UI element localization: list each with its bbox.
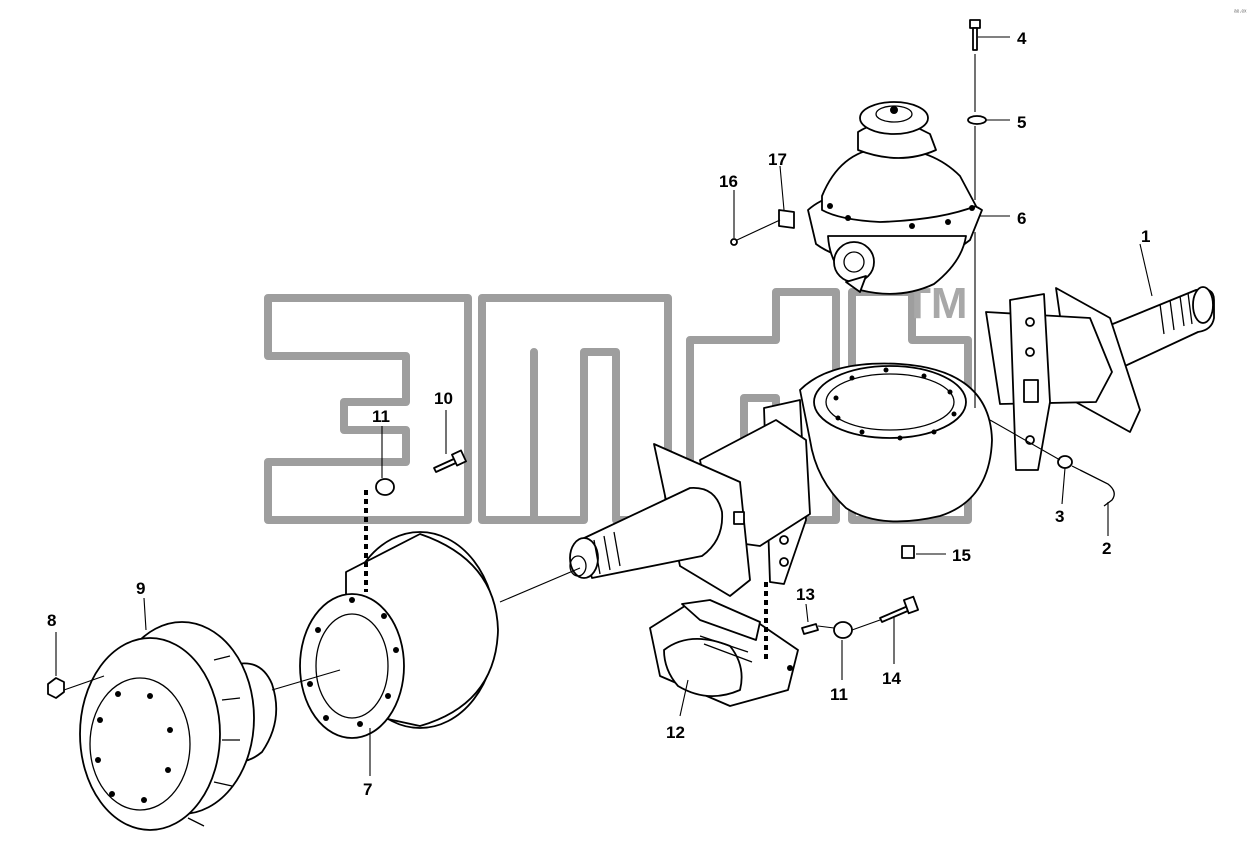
differential-carrier bbox=[807, 101, 983, 295]
brake-caliper bbox=[649, 599, 799, 707]
callout-17: 17 bbox=[768, 150, 787, 169]
callout-11-lower: 11 bbox=[830, 685, 848, 704]
callout-4: 4 bbox=[1017, 29, 1027, 48]
leader-lines bbox=[63, 54, 1081, 691]
callout-16: 16 bbox=[719, 172, 738, 191]
small-parts bbox=[47, 19, 1115, 699]
callout-8: 8 bbox=[47, 611, 56, 630]
callout-5: 5 bbox=[1017, 113, 1026, 132]
callout-3: 3 bbox=[1055, 507, 1064, 526]
axle-housing bbox=[569, 286, 1215, 597]
callout-15: 15 bbox=[952, 546, 971, 565]
callout-9: 9 bbox=[136, 579, 145, 598]
callout-2: 2 bbox=[1102, 539, 1111, 558]
corner-code: ᵃᵉ·ᵉˣ bbox=[1234, 9, 1247, 16]
callout-7: 7 bbox=[363, 780, 372, 799]
callouts: 1 2 3 4 5 6 7 8 9 10 11 11 12 13 14 15 1 bbox=[47, 29, 1153, 799]
callout-14: 14 bbox=[882, 669, 901, 688]
callout-12: 12 bbox=[666, 723, 685, 742]
callout-11-upper: 11 bbox=[372, 407, 390, 426]
callout-13: 13 bbox=[796, 585, 815, 604]
brake-drum bbox=[299, 531, 499, 739]
callout-10: 10 bbox=[434, 389, 453, 408]
callout-6: 6 bbox=[1017, 209, 1026, 228]
wheel-hub bbox=[79, 621, 278, 831]
callout-1: 1 bbox=[1141, 227, 1150, 246]
